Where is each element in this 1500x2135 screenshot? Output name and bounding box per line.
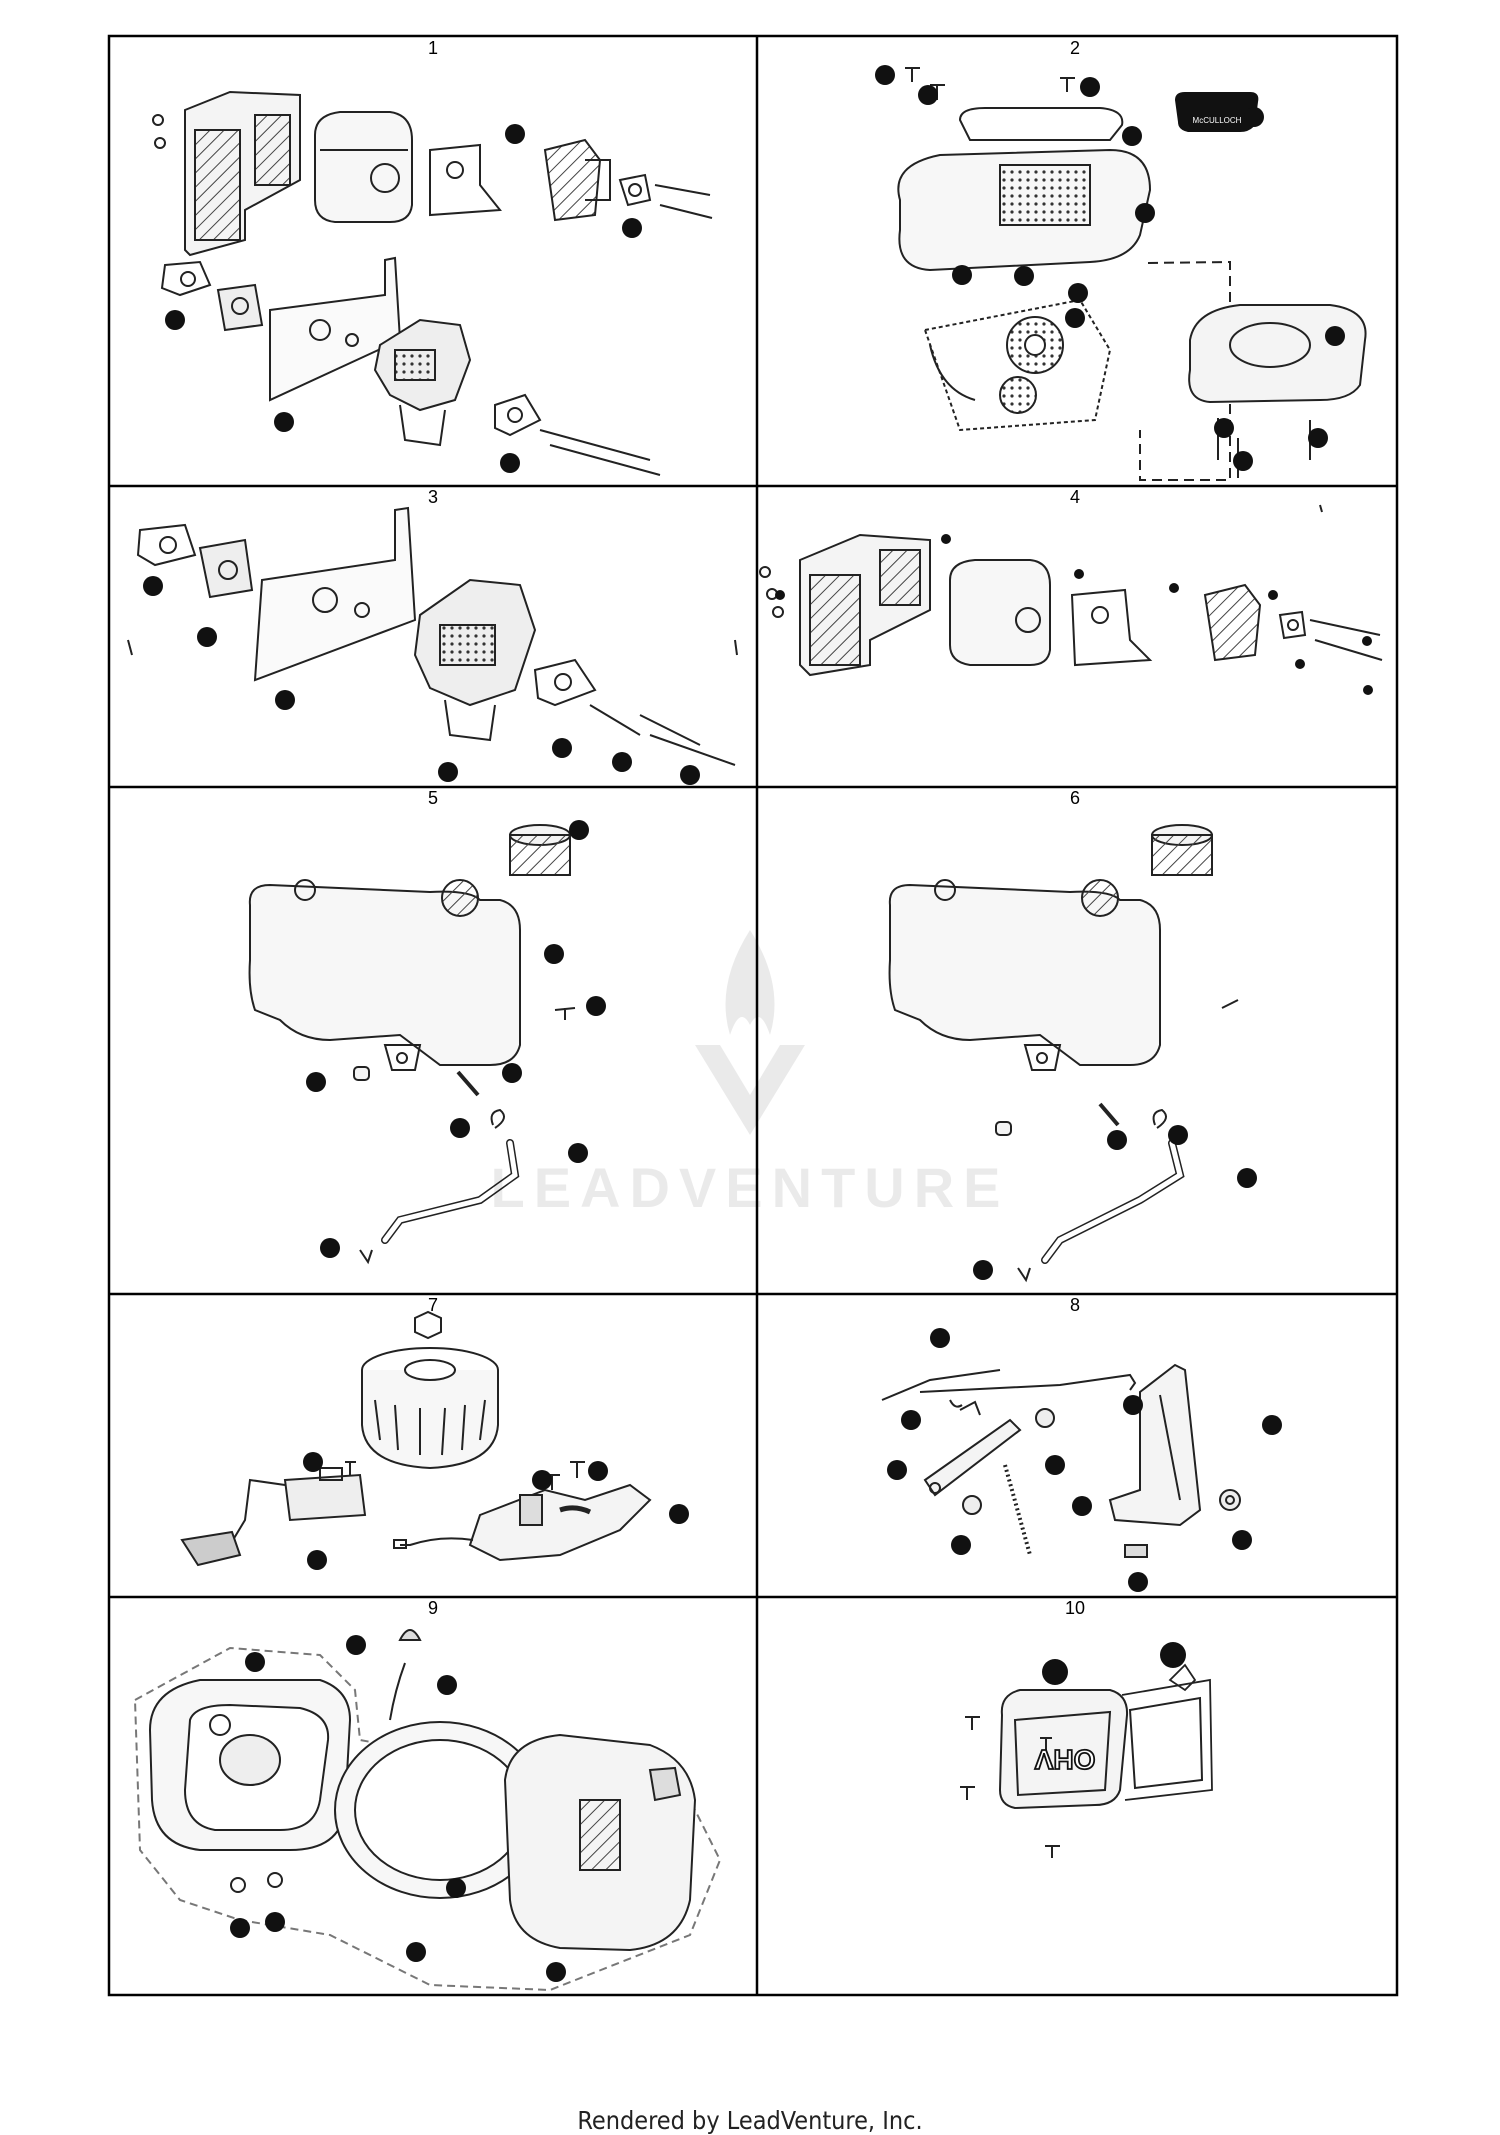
panel-7-callouts (303, 1452, 689, 1570)
panel-8-number: 8 (1070, 1295, 1080, 1315)
panel-10-number: 10 (1065, 1598, 1085, 1618)
panel-2-housing-starter (897, 67, 1367, 481)
panel-9-number: 9 (428, 1598, 438, 1618)
panel-5-callouts (306, 820, 606, 1258)
panel-1-callouts (165, 124, 642, 473)
panel-2-callouts (875, 65, 1345, 471)
panel-grid (107, 34, 1399, 1997)
panel-7-ignition (180, 1310, 652, 1567)
panel-10-valve-cover (960, 1663, 1213, 1858)
panel-8-callouts (887, 1328, 1282, 1592)
panel-4-muffler (759, 504, 1383, 677)
panel-5-number: 5 (428, 788, 438, 808)
valve-cover-ohv-text: OHV (1034, 1744, 1095, 1775)
panel-2-number: 2 (1070, 38, 1080, 58)
panel-9-callouts (230, 1635, 566, 1982)
leadventure-watermark: LEADVENTURE (490, 1156, 1010, 1219)
panel-9-air-cleaner (133, 1629, 722, 1992)
panel-3-number: 3 (428, 487, 438, 507)
panel-7-number: 7 (428, 1295, 438, 1315)
panel-1-exhaust-carburetor (152, 90, 713, 476)
leadventure-watermark-logo (695, 930, 805, 1135)
panel-5-fuel-tank (248, 824, 576, 1265)
panel-3-callouts (143, 576, 700, 785)
panel-3-carburetor (127, 506, 738, 766)
panel-4-number: 4 (1070, 487, 1080, 507)
panel-6-fuel-tank (888, 824, 1239, 1283)
mcculloch-badge: McCULLOCH (1175, 92, 1259, 132)
panel-8-governor (881, 1363, 1241, 1558)
panel-6-number: 6 (1070, 788, 1080, 808)
panel-10-callouts (1042, 1642, 1186, 1685)
panel-1-number: 1 (428, 38, 438, 58)
panel-4-callouts (775, 534, 1373, 695)
mcculloch-badge-text: McCULLOCH (1193, 116, 1242, 125)
panel-6-callouts (973, 1125, 1257, 1280)
